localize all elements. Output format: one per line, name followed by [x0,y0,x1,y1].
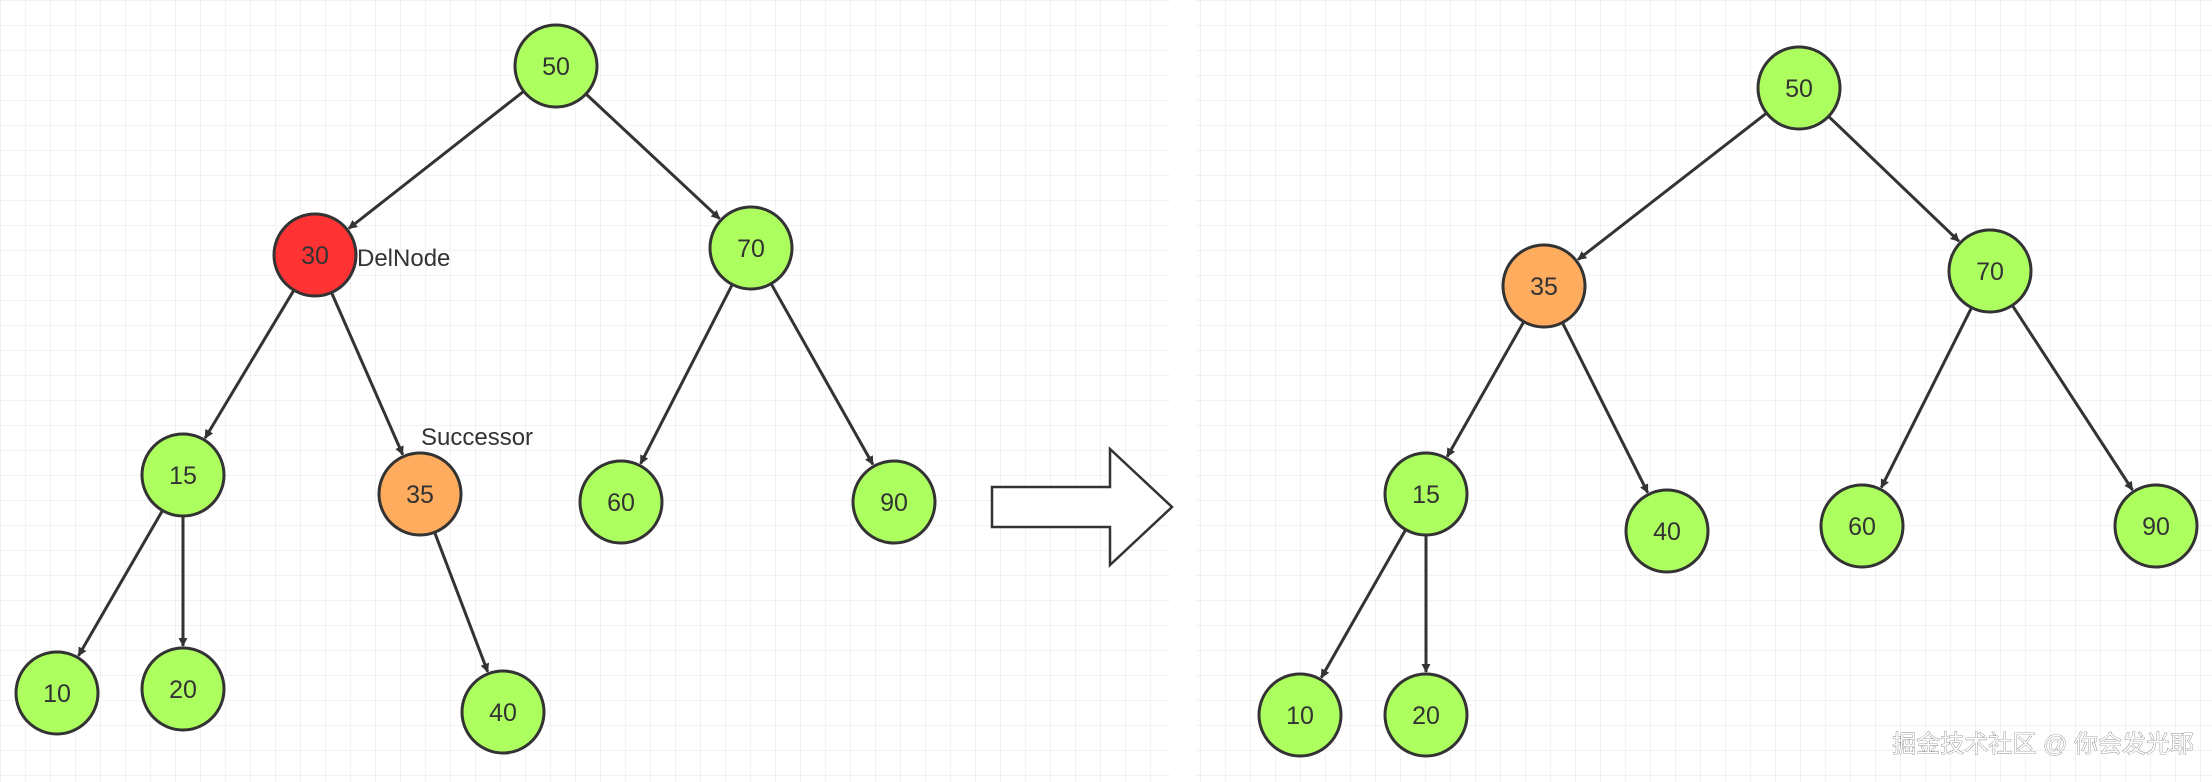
node-label: 70 [1976,258,2004,286]
node-circle-normal [1257,672,1343,758]
edge-b15-b10 [77,509,164,657]
edge-a70-a90 [2011,304,2134,491]
edge-b30-b35 [330,291,405,456]
node-label: 60 [1848,513,1876,541]
node-circle-normal [140,432,226,518]
node-circle-normal [1383,451,1469,537]
edge-a50-a35 [1577,111,1768,261]
after-tree-nodes: 50 35 70 15 40 60 90 10 20 [1257,45,2199,758]
node-a70: 70 [1947,228,2033,314]
node-label: 10 [1286,702,1314,730]
node-circle-normal [513,23,599,109]
watermark: 掘金技术社区 @ 你会发光耶 [1892,731,2194,758]
node-circle-normal [460,669,546,755]
node-circle-normal [708,205,794,291]
node-b35: 35 [377,451,463,537]
before-tree-nodes: 50 30 70 15 35 60 90 10 20 40 [14,23,937,755]
node-circle-normal [1819,483,1905,569]
node-circle-normal [1947,228,2033,314]
node-a40: 40 [1624,488,1710,574]
edge-b50-b30 [347,90,525,230]
node-label: 15 [1412,481,1440,509]
node-b40: 40 [460,669,546,755]
node-circle-normal [2113,483,2199,569]
after-tree-edges [1319,111,2134,679]
node-b10: 10 [14,650,100,736]
node-b15: 15 [140,432,226,518]
edge-b70-b90 [769,282,875,466]
node-label: 50 [1785,75,1813,103]
node-circle-normal [14,650,100,736]
node-circle-successor [1501,243,1587,329]
node-a60: 60 [1819,483,1905,569]
node-a10: 10 [1257,672,1343,758]
node-a35: 35 [1501,243,1587,329]
edge-b35-b40 [433,531,490,673]
node-b70: 70 [708,205,794,291]
node-label: 35 [1530,273,1558,301]
node-label: 20 [169,676,197,704]
node-label: 90 [2142,513,2170,541]
node-a15: 15 [1383,451,1469,537]
edge-a15-a10 [1319,528,1408,679]
successor-annotation: Successor [421,424,533,451]
transform-arrow-icon [990,446,1174,568]
edge-b50-b70 [584,92,721,220]
edge-a35-a40 [1561,321,1650,494]
node-label: 90 [880,489,908,517]
node-label: 10 [43,680,71,708]
node-label: 50 [542,53,570,81]
right-panel-grid [1196,0,2212,782]
edge-a70-a60 [1879,306,1973,489]
node-label: 60 [607,489,635,517]
node-b30: 30 [272,212,358,298]
node-circle-successor [377,451,463,537]
edge-a50-a70 [1827,115,1961,243]
node-b20: 20 [140,646,226,732]
node-label: 15 [169,462,197,490]
delnode-annotation: DelNode [357,245,450,272]
edge-b70-b60 [639,283,734,465]
node-b60: 60 [578,459,664,545]
node-a50: 50 [1756,45,1842,131]
node-circle-normal [1624,488,1710,574]
node-label: 35 [406,481,434,509]
before-tree-edges [77,90,875,673]
node-circle-normal [578,459,664,545]
node-a20: 20 [1383,672,1469,758]
edge-b30-b15 [203,289,296,439]
node-label: 70 [737,235,765,263]
node-label: 30 [301,242,329,270]
node-circle-normal [1383,672,1469,758]
node-b90: 90 [851,459,937,545]
node-label: 20 [1412,702,1440,730]
node-label: 40 [489,699,517,727]
node-circle-normal [1756,45,1842,131]
node-circle-normal [140,646,226,732]
node-circle-delete [272,212,358,298]
edge-a35-a15 [1445,320,1526,458]
node-circle-normal [851,459,937,545]
node-b50: 50 [513,23,599,109]
node-a90: 90 [2113,483,2199,569]
node-label: 40 [1653,518,1681,546]
